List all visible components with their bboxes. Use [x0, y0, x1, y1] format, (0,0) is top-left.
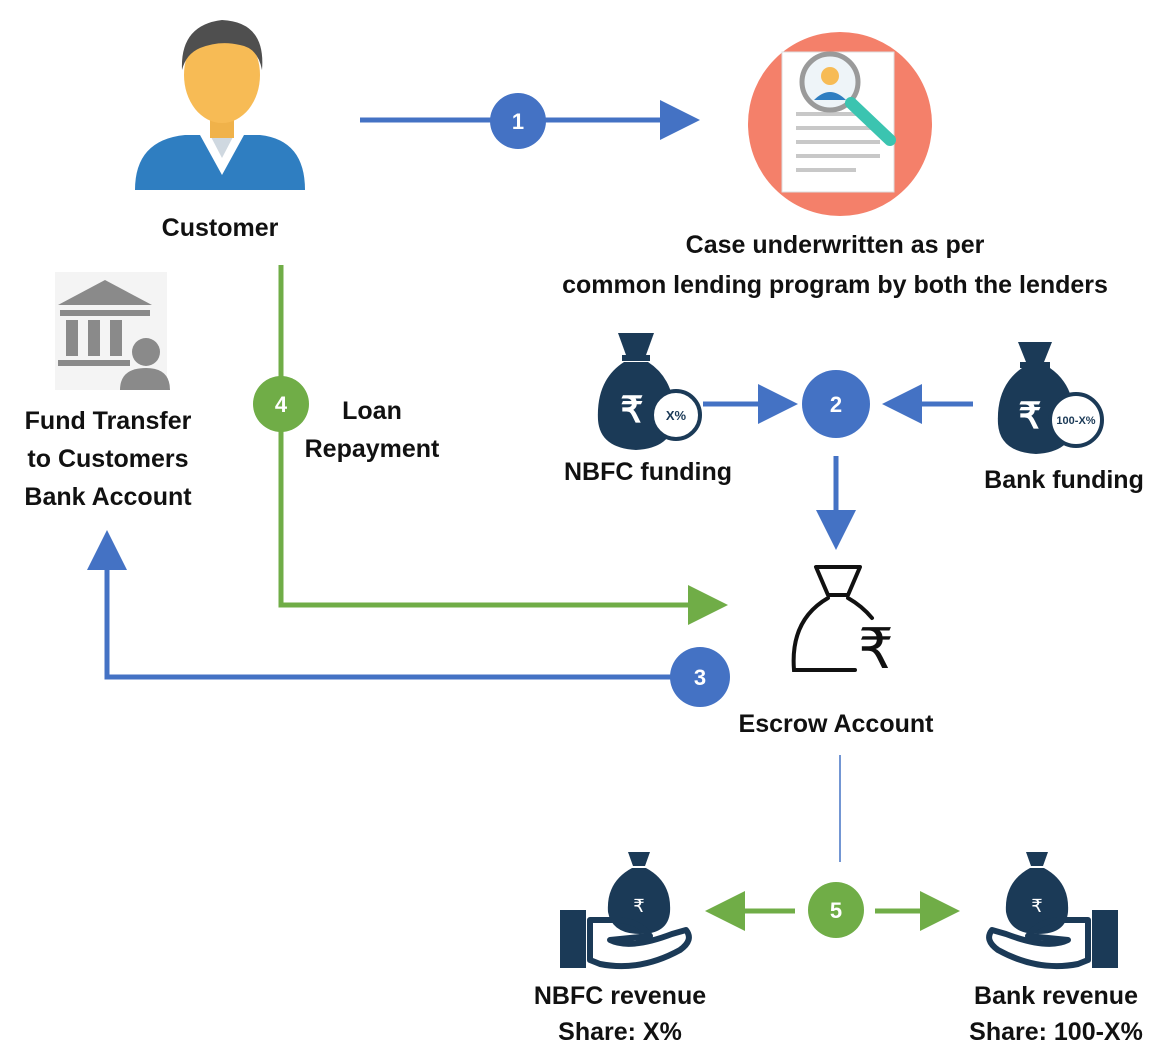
bank-funding-label: Bank funding — [984, 466, 1144, 494]
underwriting-line-2: common lending program by both the lende… — [562, 271, 1108, 299]
svg-text:₹: ₹ — [1019, 395, 1042, 436]
loan-repayment-line-2: Repayment — [304, 435, 440, 463]
nbfc-revenue-line-1: NBFC revenue — [533, 982, 707, 1010]
step-badge-5: 5 — [808, 882, 864, 938]
step-badge-3: 3 — [670, 647, 730, 707]
nbfc-money-bag-icon: ₹ X% — [597, 333, 702, 450]
svg-text:₹: ₹ — [1031, 896, 1042, 917]
svg-text:₹: ₹ — [858, 617, 894, 682]
svg-text:4: 4 — [275, 392, 288, 417]
svg-text:X%: X% — [666, 408, 687, 423]
underwriting-label: Case underwritten as per common lending … — [515, 225, 1155, 305]
customer-person-icon — [135, 20, 305, 190]
nbfc-revenue-label: NBFC revenue Share: X% — [516, 978, 724, 1050]
step-badge-2: 2 — [802, 370, 870, 438]
svg-text:₹: ₹ — [633, 896, 644, 917]
fund-transfer-line-1: Fund Transfer — [24, 407, 192, 435]
fund-transfer-line-2: to Customers — [27, 445, 189, 473]
escrow-account-label: Escrow Account — [738, 710, 934, 738]
step-badge-1: 1 — [490, 93, 546, 149]
bank-revenue-hand-icon: ₹ — [986, 852, 1118, 970]
bank-revenue-line-1: Bank revenue — [974, 982, 1138, 1010]
svg-text:5: 5 — [830, 898, 842, 923]
bank-icon — [55, 272, 170, 390]
loan-repayment-line-1: Loan — [342, 397, 402, 425]
fund-transfer-line-3: Bank Account — [24, 483, 192, 511]
nbfc-revenue-hand-icon: ₹ — [560, 852, 692, 970]
bank-revenue-label: Bank revenue Share: 100-X% — [952, 978, 1160, 1050]
nbfc-revenue-line-2: Share: X% — [558, 1018, 682, 1046]
svg-text:2: 2 — [830, 392, 842, 417]
svg-text:₹: ₹ — [621, 389, 644, 430]
nbfc-funding-label: NBFC funding — [563, 458, 732, 486]
underwriting-line-1: Case underwritten as per — [685, 231, 985, 259]
svg-text:3: 3 — [694, 665, 706, 690]
arrow-step3 — [87, 530, 700, 680]
bank-revenue-line-2: Share: 100-X% — [969, 1018, 1143, 1046]
customer-label: Customer — [161, 214, 279, 242]
loan-repayment-label: Loan Repayment — [292, 392, 452, 468]
escrow-bag-icon: ₹ — [791, 565, 894, 682]
svg-text:1: 1 — [512, 109, 524, 134]
bank-money-bag-icon: ₹ 100-X% — [997, 342, 1104, 454]
svg-text:100-X%: 100-X% — [1056, 415, 1095, 427]
fund-transfer-label: Fund Transfer to Customers Bank Account — [8, 402, 208, 516]
document-search-icon — [748, 32, 932, 216]
step-badge-4: 4 — [253, 376, 309, 432]
